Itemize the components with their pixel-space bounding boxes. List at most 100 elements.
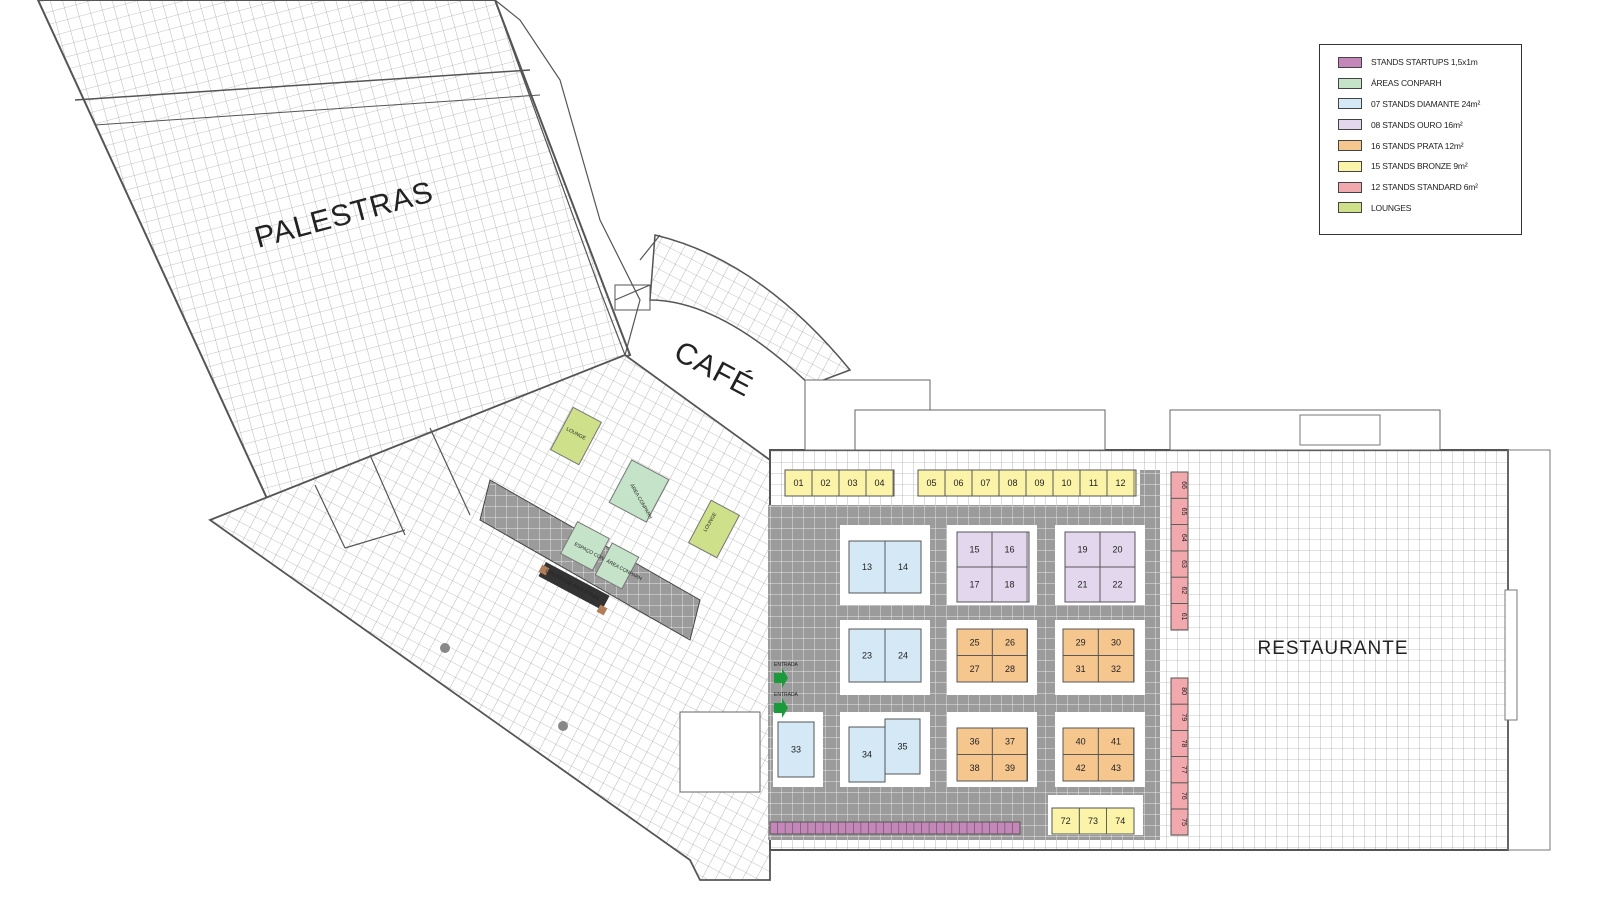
booth-number: 76 (1180, 792, 1187, 800)
palestras-hall: PALESTRAS (36, 0, 641, 507)
booth-number: 19 (1077, 545, 1087, 555)
booth-number: 03 (847, 478, 857, 488)
entrance-label: ENTRADA (774, 662, 799, 668)
booth-number: 35 (897, 742, 907, 752)
entrance-arrow (774, 668, 788, 688)
stage-area (538, 562, 610, 610)
booth-number: 38 (970, 763, 980, 773)
entrance-arrow (774, 698, 788, 718)
booth-number: 40 (1076, 736, 1086, 746)
booth-number: 79 (1180, 713, 1187, 721)
booth-number: 26 (1005, 637, 1015, 647)
booth-number: 73 (1088, 816, 1098, 826)
legend-label: 08 STANDS OURO 16m² (1371, 119, 1463, 130)
booth-number: 72 (1061, 816, 1071, 826)
legend-item: 07 STANDS DIAMANTE 24m² (1338, 94, 1521, 115)
booth-43[interactable] (1097, 754, 1135, 782)
booth-75[interactable] (1170, 808, 1189, 836)
booth-33[interactable] (777, 721, 815, 778)
booth-number: 01 (793, 478, 803, 488)
booth-number: 08 (1007, 478, 1017, 488)
lounge-area (549, 406, 603, 466)
booth-number: 20 (1112, 545, 1122, 555)
legend-label: 16 STANDS PRATA 12m² (1371, 140, 1464, 151)
legend-item: STANDS STARTUPS 1,5x1m (1338, 52, 1521, 73)
legend-swatch (1338, 77, 1362, 89)
legend-item: 12 STANDS STANDARD 6m² (1338, 177, 1521, 198)
legend-item: ÁREAS CONPARH (1338, 73, 1521, 94)
legend-label: 12 STANDS STANDARD 6m² (1371, 182, 1478, 193)
booth-number: 18 (1004, 580, 1014, 590)
legend-swatch (1338, 98, 1362, 110)
booth-32[interactable] (1097, 655, 1135, 683)
legend-item: LOUNGES (1338, 198, 1521, 219)
booth-number: 42 (1076, 763, 1086, 773)
booth-39[interactable] (991, 754, 1028, 782)
legend-label: STANDS STARTUPS 1,5x1m (1371, 57, 1478, 68)
booth-number: 37 (1005, 736, 1015, 746)
legend-label: 07 STANDS DIAMANTE 24m² (1371, 98, 1481, 109)
booth-12[interactable] (1106, 469, 1135, 497)
booth-number: 16 (1004, 545, 1014, 555)
booth-number: 61 (1180, 613, 1187, 621)
lounge-area (687, 499, 741, 559)
startup-stands (777, 822, 1013, 834)
booth-number: 02 (820, 478, 830, 488)
booth-number: 10 (1061, 478, 1071, 488)
booth-number: 74 (1115, 816, 1125, 826)
booth-14[interactable] (884, 540, 922, 594)
legend-swatch (1338, 181, 1362, 193)
legend-swatch (1338, 202, 1362, 214)
booth-number: 43 (1111, 763, 1121, 773)
booth-number: 17 (969, 580, 979, 590)
booth-number: 80 (1180, 687, 1187, 695)
booth-61[interactable] (1170, 603, 1189, 631)
booth-number: 14 (898, 562, 908, 572)
booth-number: 77 (1180, 766, 1187, 774)
booth-number: 41 (1111, 736, 1121, 746)
west-hall: LOUNGE ÁREA CONPARH LOUNGE ESPAÇO CONPAR… (208, 353, 771, 881)
booth-number: 30 (1111, 637, 1121, 647)
booth-number: 12 (1115, 478, 1125, 488)
booth-number: 31 (1076, 664, 1086, 674)
booth-number: 28 (1005, 664, 1015, 674)
booth-28[interactable] (991, 655, 1028, 683)
booth-04[interactable] (865, 469, 894, 497)
booth-24[interactable] (884, 628, 922, 683)
booth-number: 62 (1180, 586, 1187, 594)
conparh-area (559, 520, 611, 572)
entrances: ENTRADA ENTRADA (774, 662, 799, 718)
legend-label: 15 STANDS BRONZE 9m² (1371, 161, 1468, 172)
booth-number: 23 (862, 651, 872, 661)
booth-number: 04 (874, 478, 884, 488)
booth-number: 29 (1076, 637, 1086, 647)
booth-number: 22 (1112, 580, 1122, 590)
booth-number: 39 (1005, 763, 1015, 773)
booth-number: 21 (1077, 580, 1087, 590)
booth-number: 65 (1180, 508, 1187, 516)
booth-74[interactable] (1106, 807, 1135, 835)
booth-number: 78 (1180, 740, 1187, 748)
booth-number: 33 (791, 745, 801, 755)
booth-35[interactable] (884, 718, 921, 775)
legend-label: LOUNGES (1371, 202, 1412, 213)
booth-number: 27 (970, 664, 980, 674)
booth-number: 24 (898, 651, 908, 661)
booth-number: 25 (970, 637, 980, 647)
booth-number: 09 (1034, 478, 1044, 488)
conparh-area (594, 542, 640, 590)
entrance-label: ENTRADA (774, 692, 799, 698)
booth-number: 75 (1180, 818, 1187, 826)
legend-swatch (1338, 160, 1362, 172)
startup-stands-strip (769, 821, 1021, 835)
legend-label: ÁREAS CONPARH (1371, 78, 1442, 89)
booth-number: 05 (926, 478, 936, 488)
booth-18[interactable] (991, 566, 1028, 603)
booth-number: 32 (1111, 664, 1121, 674)
legend-swatch (1338, 56, 1362, 68)
booth-22[interactable] (1099, 566, 1136, 603)
legend-swatch (1338, 140, 1362, 152)
booth-number: 34 (862, 750, 872, 760)
